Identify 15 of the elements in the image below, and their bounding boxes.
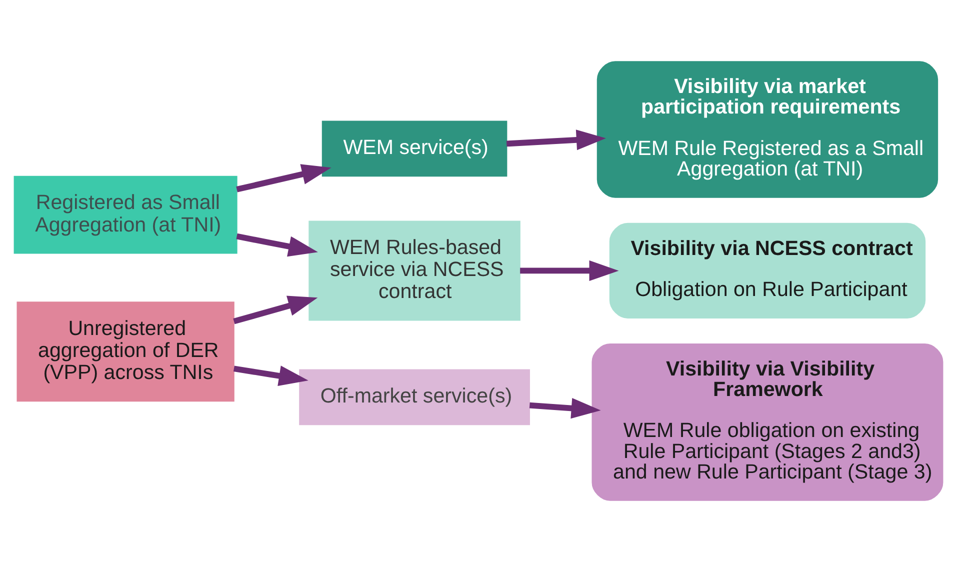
node-box: Visibility via Visibility Framework WEM Rule obligation on existing Rule Participant (Stages 2 and3) and new Rule Participant (Stage 3) (592, 343, 944, 500)
arrow (233, 295, 318, 324)
arrow (506, 129, 606, 150)
node-box: Visibility via market participation requirements WEM Rule Registered as a Small Aggregation (at TNI) (596, 60, 938, 198)
arrow (529, 397, 601, 418)
arrow (236, 164, 332, 192)
node-box: Off-market service(s) (299, 368, 530, 425)
node-box: Visibility via NCESS contract Obligation on Rule Participant (609, 222, 926, 318)
node-box: WEM Rules-based service via NCESS contract (308, 220, 520, 320)
arrow (233, 365, 308, 386)
arrow (236, 232, 318, 256)
node-box: Registered as Small Aggregation (at TNI) (14, 175, 238, 254)
node-box: Unregistered aggregation of DER (VPP) across TNIs (16, 301, 234, 402)
node-box: WEM service(s) (322, 120, 508, 176)
arrow (520, 260, 619, 281)
